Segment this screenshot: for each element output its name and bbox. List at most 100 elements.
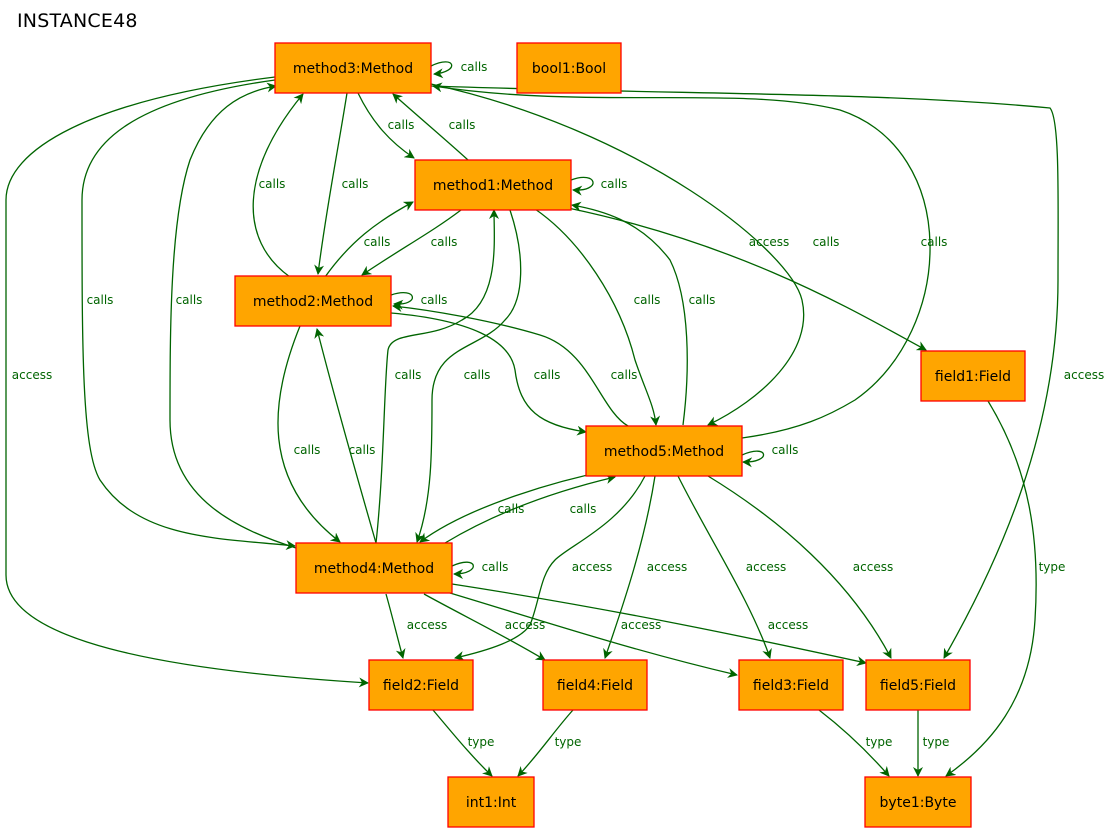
edge-method2-method3: calls: [252, 93, 304, 278]
edge-line: [314, 328, 377, 544]
edge-label: access: [853, 560, 893, 574]
edge-label: calls: [349, 443, 376, 457]
edge-field4-int1: type: [517, 709, 582, 777]
node-field3[interactable]: field3:Field: [738, 659, 844, 711]
node-bool1[interactable]: bool1:Bool: [516, 42, 622, 94]
edge-line: [707, 475, 892, 659]
edge-line: [423, 593, 546, 661]
node-box[interactable]: [414, 159, 572, 211]
edge-line: [392, 301, 629, 427]
edge-label: calls: [772, 443, 799, 457]
node-field5[interactable]: field5:Field: [865, 659, 971, 711]
edge-label: calls: [449, 118, 476, 132]
edge-label: calls: [342, 177, 369, 191]
node-label: method2:Method: [253, 294, 373, 310]
edge-method4-method1: calls: [375, 209, 500, 544]
edge-label: access: [647, 560, 687, 574]
edge-label: type: [923, 735, 950, 749]
edge-label: calls: [388, 118, 415, 132]
node-label: byte1:Byte: [880, 795, 957, 811]
edge-line: [570, 176, 594, 196]
edge-method3-method3: calls: [430, 60, 488, 79]
edge-label: access: [749, 235, 789, 249]
edge-label: access: [1064, 368, 1104, 382]
node-label: method3:Method: [293, 61, 413, 77]
edge-line: [449, 592, 738, 678]
edge-label: access: [746, 560, 786, 574]
node-method2[interactable]: method2:Method: [234, 275, 392, 327]
edge-method3-method1: calls: [357, 92, 415, 159]
edge-label: calls: [421, 293, 448, 307]
edge-method5-field5: access: [707, 475, 893, 659]
edge-line: [818, 709, 890, 777]
node-field4[interactable]: field4:Field: [542, 659, 648, 711]
edge-label: calls: [921, 235, 948, 249]
edge-label: calls: [431, 235, 458, 249]
node-box[interactable]: [865, 659, 971, 711]
edge-line: [390, 292, 413, 310]
edge-method5-method1: calls: [571, 201, 716, 426]
edge-method5-field3: access: [677, 475, 786, 659]
edge-method2-method2: calls: [390, 292, 448, 310]
node-box[interactable]: [542, 659, 648, 711]
edge-line: [357, 92, 415, 159]
edge-label: calls: [461, 60, 488, 74]
edge-line: [454, 475, 646, 661]
node-box[interactable]: [447, 776, 535, 828]
edge-method4-method2: calls: [314, 328, 377, 544]
node-byte1[interactable]: byte1:Byte: [864, 776, 972, 828]
node-method1[interactable]: method1:Method: [414, 159, 572, 211]
edge-method3-field2: access: [5, 76, 369, 688]
edge-line: [534, 208, 661, 426]
edge-label: type: [555, 735, 582, 749]
node-field1[interactable]: field1:Field: [920, 350, 1026, 402]
edge-method4-method3: calls: [169, 82, 297, 549]
node-int1[interactable]: int1:Int: [447, 776, 535, 828]
node-box[interactable]: [738, 659, 844, 711]
edge-method4-field5: access: [451, 583, 867, 666]
edge-label: type: [1039, 560, 1066, 574]
edge-label: calls: [570, 502, 597, 516]
edge-method1-method3: calls: [392, 93, 476, 161]
node-label: bool1:Bool: [532, 61, 606, 77]
node-method5[interactable]: method5:Method: [585, 425, 743, 477]
node-label: field4:Field: [557, 678, 633, 694]
node-box[interactable]: [920, 350, 1026, 402]
edge-method5-field2: access: [454, 475, 646, 661]
node-box[interactable]: [234, 275, 392, 327]
edge-line: [375, 209, 500, 544]
edge-line: [444, 474, 616, 544]
edge-method1-method1: calls: [570, 176, 628, 196]
edge-method5-method3: calls: [432, 82, 948, 439]
edge-line: [432, 709, 493, 777]
edge-label: calls: [601, 177, 628, 191]
node-box[interactable]: [864, 776, 972, 828]
edge-label: access: [407, 618, 447, 632]
edge-method1-method2: calls: [361, 209, 462, 276]
edge-line: [361, 209, 462, 276]
edge-label: calls: [464, 368, 491, 382]
edge-label: type: [866, 735, 893, 749]
node-label: field2:Field: [383, 678, 459, 694]
edge-method3-method4: calls: [81, 79, 296, 551]
node-box[interactable]: [516, 42, 622, 94]
edge-method4-field3: access: [449, 592, 738, 678]
edge-method1-method4: calls: [415, 209, 522, 543]
edge-label: calls: [87, 293, 114, 307]
node-field2[interactable]: field2:Field: [368, 659, 474, 711]
edge-line: [252, 93, 304, 278]
edge-line: [385, 593, 406, 659]
node-box[interactable]: [295, 542, 453, 594]
node-box[interactable]: [274, 42, 432, 94]
edge-field2-int1: type: [432, 709, 494, 777]
node-box[interactable]: [585, 425, 743, 477]
node-box[interactable]: [368, 659, 474, 711]
node-method3[interactable]: method3:Method: [274, 42, 432, 94]
edge-method4-method4: calls: [451, 560, 508, 579]
node-method4[interactable]: method4:Method: [295, 542, 453, 594]
edge-line: [169, 82, 297, 549]
edge-line: [517, 709, 574, 777]
node-label: field5:Field: [880, 678, 956, 694]
edge-label: calls: [689, 293, 716, 307]
